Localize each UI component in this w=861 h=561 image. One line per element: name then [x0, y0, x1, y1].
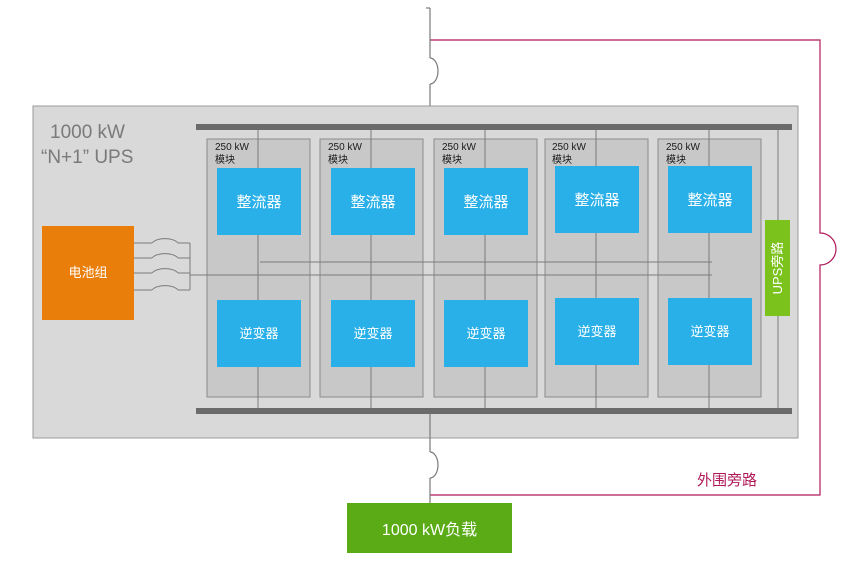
- rectifier-label: 整流器: [236, 194, 281, 211]
- output-bus-bar: [196, 408, 792, 414]
- rectifier-label: 整流器: [350, 194, 395, 211]
- output-breaker-icon: [429, 451, 439, 479]
- battery-bank: [42, 226, 134, 320]
- rectifier-label: 整流器: [687, 192, 732, 209]
- inverter-box: [217, 300, 301, 367]
- input-breaker-icon: [429, 57, 439, 85]
- load-label: 1000 kW负载: [382, 521, 477, 539]
- rectifier-box: [444, 168, 528, 235]
- inverter-label: 逆变器: [577, 324, 616, 339]
- module-label-line2: 模块: [666, 154, 686, 166]
- inverter-label: 逆变器: [466, 326, 505, 341]
- inverter-box: [555, 298, 639, 365]
- ups-bypass-box: [765, 220, 790, 316]
- rectifier-label: 整流器: [574, 192, 619, 209]
- module-label-line2: 模块: [442, 154, 462, 166]
- module-label-line1: 250 kW: [328, 142, 362, 153]
- external-bypass-label: 外围旁路: [697, 472, 757, 489]
- module-label-line2: 模块: [552, 154, 572, 166]
- inverter-label: 逆变器: [353, 326, 392, 341]
- inverter-box: [444, 300, 528, 367]
- module-label-line2: 模块: [215, 154, 235, 166]
- rectifier-box: [555, 166, 639, 233]
- external-bypass-line: [430, 39, 837, 496]
- inverter-box: [668, 298, 752, 365]
- rectifier-label: 整流器: [463, 194, 508, 211]
- inverter-box: [331, 300, 415, 367]
- battery-connector-icons: [134, 238, 191, 291]
- module-label-line1: 250 kW: [666, 142, 700, 153]
- inverter-label: 逆变器: [690, 324, 729, 339]
- battery-label: 电池组: [68, 265, 107, 280]
- rectifier-box: [668, 166, 752, 233]
- load-box: [347, 503, 512, 553]
- inverter-label: 逆变器: [239, 326, 278, 341]
- rectifier-box: [331, 168, 415, 235]
- input-bus-bar: [196, 124, 792, 130]
- module-label-line1: 250 kW: [552, 142, 586, 153]
- module-label-line1: 250 kW: [442, 142, 476, 153]
- ups-title-line2: “N+1” UPS: [41, 147, 133, 168]
- ups-title-line1: 1000 kW: [50, 122, 125, 143]
- ups-bypass-label: UPS旁路: [770, 242, 785, 295]
- rectifier-box: [217, 168, 301, 235]
- module-label-line1: 250 kW: [215, 142, 249, 153]
- module-label-line2: 模块: [328, 154, 348, 166]
